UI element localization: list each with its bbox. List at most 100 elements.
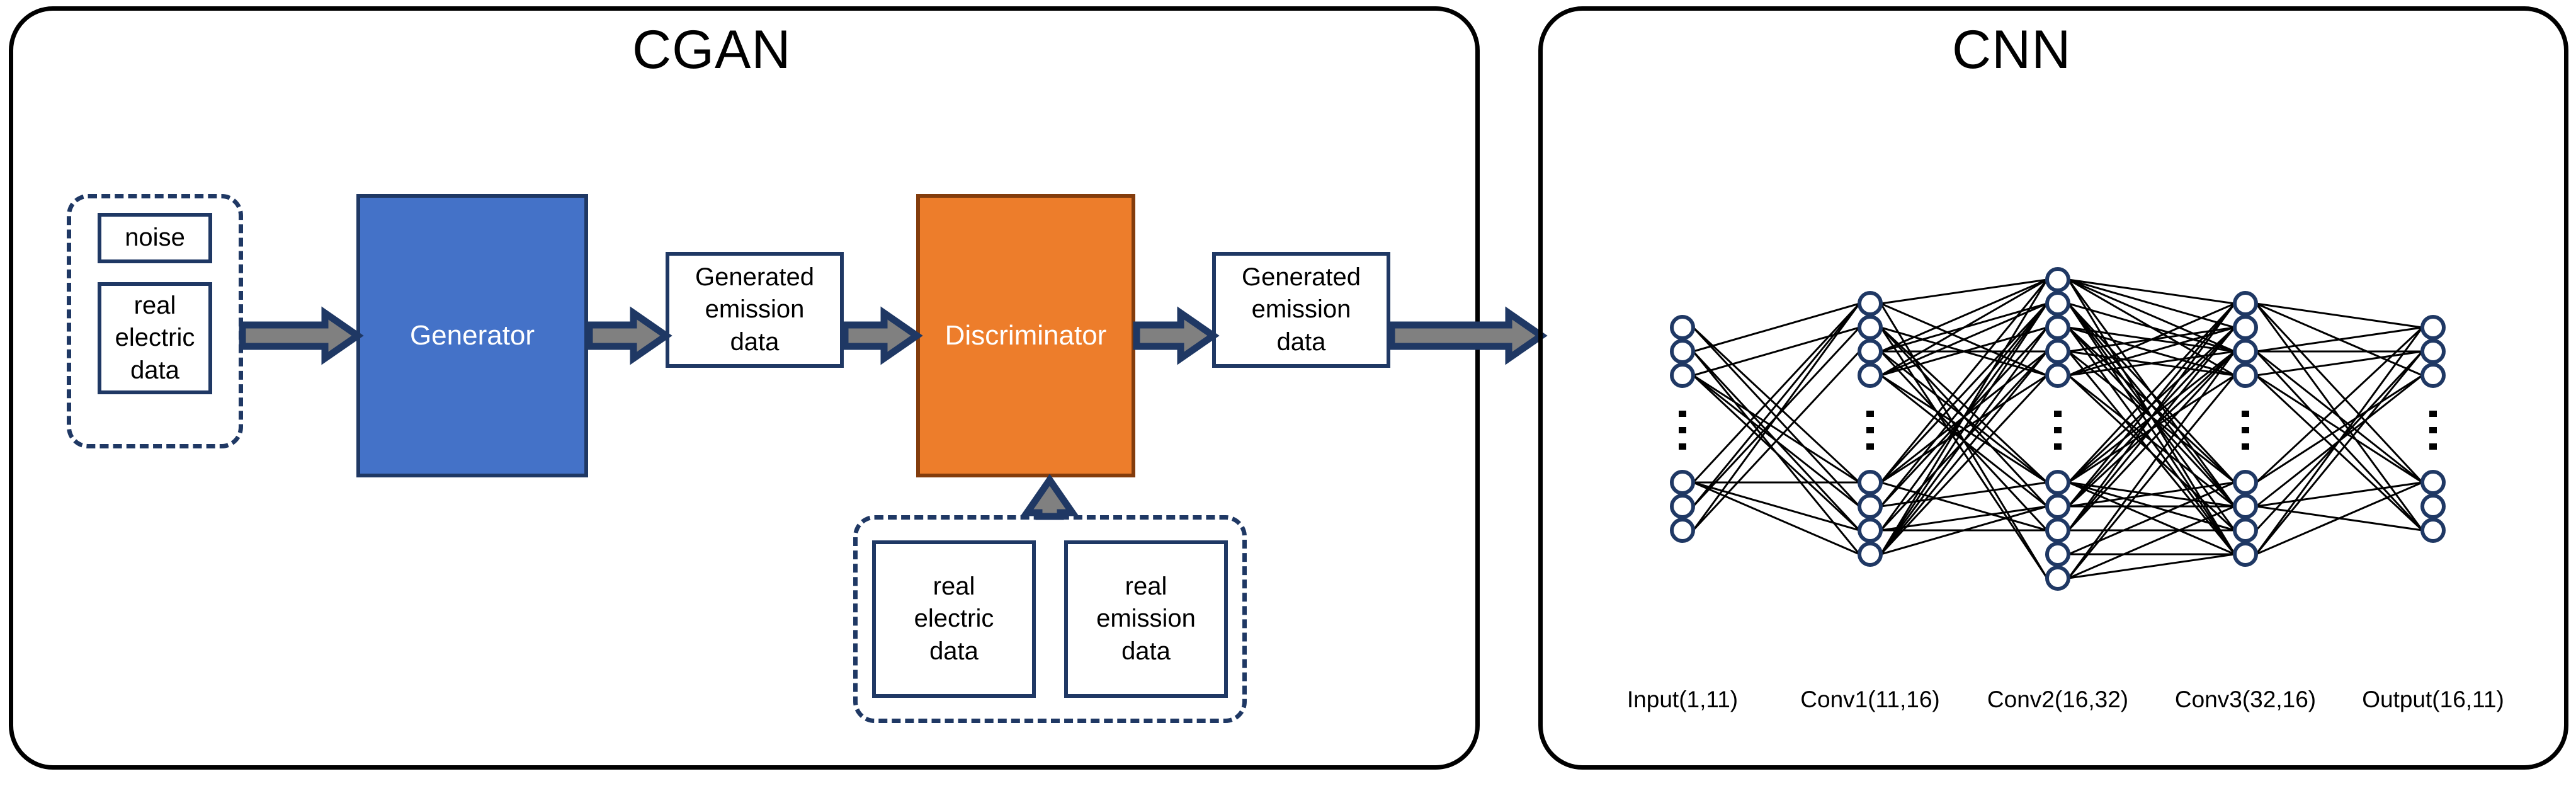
cnn-node-output-6 bbox=[2420, 518, 2446, 543]
cnn-edge bbox=[1880, 278, 2048, 353]
cnn-ellipsis-dot bbox=[1679, 411, 1686, 417]
cnn-node-conv1-4 bbox=[1858, 363, 1883, 388]
cnn-edge bbox=[1692, 303, 1861, 507]
cnn-edge bbox=[1880, 505, 2048, 555]
cnn-ellipsis-dot bbox=[1679, 443, 1686, 450]
cnn-edge bbox=[1692, 302, 1861, 484]
arrow-generator-to-generated1 bbox=[586, 306, 672, 365]
cnn-node-conv3-1 bbox=[2233, 291, 2258, 316]
cnn-edge bbox=[2255, 302, 2424, 484]
cnn-edge bbox=[2067, 303, 2236, 531]
cnn-edge bbox=[2255, 350, 2423, 377]
cnn-ellipsis-dot bbox=[2242, 443, 2249, 450]
cnn-edge bbox=[2068, 481, 2235, 555]
cnn-edge bbox=[2067, 374, 2236, 532]
cnn-ellipsis-dot bbox=[2054, 411, 2062, 417]
arrow-generated1-to-discriminator bbox=[841, 306, 923, 365]
cnn-edge bbox=[2067, 303, 2236, 507]
cnn-ellipsis-dot bbox=[2242, 427, 2249, 433]
cnn-node-input-5 bbox=[1670, 494, 1695, 519]
cnn-node-conv2-2 bbox=[2045, 291, 2070, 316]
cnn-edge bbox=[2255, 481, 2423, 508]
cnn-edge bbox=[2068, 481, 2235, 508]
cnn-node-conv3-8 bbox=[2233, 542, 2258, 567]
cnn-node-conv2-1 bbox=[2045, 267, 2070, 292]
arrow-generated2-to-cnn bbox=[1388, 306, 1548, 365]
cnn-edge bbox=[1693, 302, 1860, 353]
cnn-edge bbox=[1880, 302, 2048, 484]
cnn-ellipsis-dot bbox=[2054, 427, 2062, 433]
cnn-node-conv1-8 bbox=[1858, 542, 1883, 567]
cnn-ellipsis-dot bbox=[1679, 427, 1686, 433]
cnn-edge bbox=[1880, 278, 2048, 305]
cnn-edge bbox=[1693, 481, 1860, 532]
cnn-edge bbox=[1880, 326, 2048, 377]
cnn-node-conv2-10 bbox=[2045, 566, 2070, 591]
cnn-ellipsis-dot bbox=[2242, 411, 2249, 417]
cnn-node-output-2 bbox=[2420, 339, 2446, 364]
cnn-edge bbox=[1693, 326, 1860, 377]
cnn-edge bbox=[2255, 374, 2423, 484]
cnn-node-input-2 bbox=[1670, 339, 1695, 364]
cnn-edge bbox=[2255, 302, 2423, 329]
cnn-edge bbox=[2067, 351, 2236, 579]
cnn-node-conv1-6 bbox=[1858, 494, 1883, 519]
cnn-edge bbox=[2255, 350, 2423, 484]
cnn-node-conv1-2 bbox=[1858, 315, 1883, 340]
cnn-edge bbox=[1880, 279, 2048, 483]
cnn-edges bbox=[1692, 278, 2424, 579]
cnn-layer-caption-conv3: Conv3(32,16) bbox=[2174, 686, 2317, 712]
cnn-edge bbox=[2255, 327, 2424, 555]
cnn-edge bbox=[1880, 303, 2048, 507]
cnn-node-input-6 bbox=[1670, 518, 1695, 543]
cnn-edge bbox=[2067, 302, 2236, 484]
cnn-layer-caption-conv1: Conv1(11,16) bbox=[1800, 686, 1940, 712]
cnn-title: CNN bbox=[1952, 20, 2072, 80]
cnn-edge bbox=[2255, 326, 2423, 353]
cnn-edge bbox=[2255, 326, 2424, 484]
cnn-node-conv1-5 bbox=[1858, 470, 1883, 495]
cnn-edge bbox=[1692, 350, 1861, 532]
cnn-node-output-3 bbox=[2420, 363, 2446, 388]
cnn-node-output-4 bbox=[2420, 470, 2446, 495]
cnn-edge bbox=[1880, 374, 2048, 555]
cnn-edge bbox=[1880, 302, 2048, 377]
cnn-node-conv1-3 bbox=[1858, 339, 1883, 364]
cnn-panel bbox=[1538, 6, 2568, 770]
cnn-edge bbox=[2068, 278, 2235, 353]
cnn-edge bbox=[2067, 327, 2236, 531]
cnn-node-output-1 bbox=[2420, 315, 2446, 340]
cnn-node-conv3-3 bbox=[2233, 339, 2258, 364]
cnn-ellipsis-dot bbox=[1866, 443, 1874, 450]
cnn-node-input-1 bbox=[1670, 315, 1695, 340]
cnn-edge bbox=[1880, 279, 2048, 555]
cnn-node-input-3 bbox=[1670, 363, 1695, 388]
cnn-edge bbox=[2067, 375, 2236, 579]
cnn-node-conv3-5 bbox=[2233, 470, 2258, 495]
arrow-inputs-to-generator bbox=[239, 306, 364, 365]
cnn-edge bbox=[2255, 481, 2423, 555]
cnn-node-conv3-7 bbox=[2233, 518, 2258, 543]
cnn-edge bbox=[1693, 374, 1860, 484]
cnn-edge bbox=[1880, 278, 2048, 377]
cnn-node-conv2-8 bbox=[2045, 518, 2070, 543]
discriminator-block: Discriminator bbox=[916, 194, 1135, 477]
cnn-edge bbox=[2068, 278, 2235, 305]
cnn-edge bbox=[1880, 351, 2048, 555]
cnn-ellipsis-dot bbox=[2429, 443, 2437, 450]
cnn-layer-caption-conv2: Conv2(16,32) bbox=[1987, 686, 2129, 712]
cnn-layer-caption-output: Output(16,11) bbox=[2362, 686, 2504, 712]
cnn-nodes bbox=[1670, 267, 2446, 591]
cnn-edge bbox=[1880, 505, 2048, 532]
cnn-edge bbox=[2067, 350, 2236, 532]
cnn-node-conv1-1 bbox=[1858, 291, 1883, 316]
cnn-node-conv2-9 bbox=[2045, 542, 2070, 567]
cnn-node-conv2-6 bbox=[2045, 470, 2070, 495]
cnn-edge bbox=[1693, 481, 1860, 555]
cnn-ellipsis-dot bbox=[2429, 427, 2437, 433]
cnn-edge bbox=[1692, 303, 1861, 531]
